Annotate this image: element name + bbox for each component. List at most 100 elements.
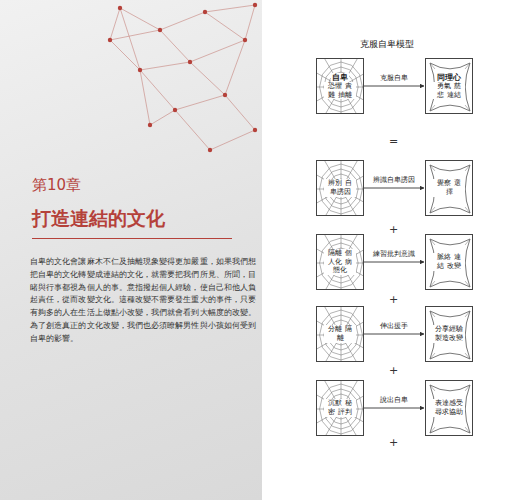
network-dot xyxy=(108,38,112,42)
petal-line xyxy=(465,207,470,213)
network-dot xyxy=(188,60,192,64)
network-dot xyxy=(138,68,142,72)
network-dot xyxy=(118,6,122,10)
network-line xyxy=(245,5,255,40)
arrow-connector xyxy=(364,262,424,263)
network-line xyxy=(120,8,140,70)
box-text: 分離 隔離 xyxy=(324,325,356,343)
network-dot xyxy=(203,10,207,14)
network-line xyxy=(110,8,120,40)
network-dot xyxy=(158,28,162,32)
flower-box: 脈絡 連結 改變 xyxy=(425,234,473,290)
network-line xyxy=(150,110,175,125)
petal-line xyxy=(430,281,435,287)
network-line xyxy=(140,70,175,110)
network-dot xyxy=(223,93,227,97)
petal-line xyxy=(465,165,470,171)
box-text: 恐懼 責難 抽離 xyxy=(324,82,356,100)
flower-box: 覺察 選擇 xyxy=(425,160,473,216)
network-line xyxy=(190,62,225,95)
petal-line xyxy=(465,311,470,317)
petal-line xyxy=(465,281,470,287)
petal-line xyxy=(465,427,470,433)
arrow-connector xyxy=(364,86,424,87)
flower-outline xyxy=(430,63,470,111)
equals-sign: = xyxy=(389,135,398,148)
box-text: 表達感受 尋求協助 xyxy=(433,399,465,417)
network-line xyxy=(210,130,255,150)
box-text: 隔離 個人化 病態化 xyxy=(324,249,356,275)
network-dot xyxy=(173,108,177,112)
arrow-connector xyxy=(364,334,424,335)
web-ring xyxy=(320,62,363,112)
plus-sign: + xyxy=(389,293,398,306)
network-line xyxy=(205,12,245,40)
web-box: 分離 隔離 xyxy=(316,306,364,362)
edge-label: 練習批判意識 xyxy=(372,250,416,259)
plus-sign: + xyxy=(389,223,398,236)
box-text: 勇氣 慈悲 連結 xyxy=(433,82,465,100)
chapter-title: 打造連結的文化 xyxy=(32,206,165,232)
petal-line xyxy=(465,385,470,391)
petal-line xyxy=(465,63,470,69)
web-ring xyxy=(320,238,363,288)
web-ring xyxy=(324,243,358,283)
network-line xyxy=(160,30,190,62)
web-ring xyxy=(324,315,358,355)
edge-label: 伸出援手 xyxy=(379,322,409,331)
flower-box: 同理心勇氣 慈悲 連結 xyxy=(425,58,473,114)
box-text: 脈絡 連結 改變 xyxy=(433,253,465,271)
arrow-connector xyxy=(364,188,424,189)
network-line xyxy=(140,62,190,70)
plus-sign: + xyxy=(389,364,398,377)
web-box: 辨別 自卑誘因 xyxy=(316,160,364,216)
edge-label: 說出自卑 xyxy=(379,396,409,405)
flower-box: 分享經驗 製造改變 xyxy=(425,306,473,362)
web-box: 自卑恐懼 責難 抽離 xyxy=(316,58,364,114)
edge-label: 辨識自卑誘因 xyxy=(372,176,416,185)
petal-line xyxy=(430,427,435,433)
petal-line xyxy=(465,105,470,111)
diagram-title: 克服自卑模型 xyxy=(360,38,414,51)
network-line xyxy=(225,40,245,95)
flower-box: 表達感受 尋求協助 xyxy=(425,380,473,436)
web-box: 沉默 秘密 評判 xyxy=(316,380,364,436)
box-text: 沉默 秘密 評判 xyxy=(324,399,356,417)
web-ring xyxy=(320,164,363,214)
network-dot xyxy=(253,128,257,132)
network-line xyxy=(110,30,160,40)
petal-line xyxy=(430,385,435,391)
edge-label: 克服自卑 xyxy=(379,74,409,83)
network-line xyxy=(140,70,150,125)
network-dot xyxy=(253,3,257,7)
chapter-number: 第10章 xyxy=(32,176,81,195)
arrow-connector xyxy=(364,408,424,409)
petal-line xyxy=(430,63,435,69)
petal-line xyxy=(430,353,435,359)
network-line xyxy=(205,5,255,12)
petal-line xyxy=(430,311,435,317)
box-heading: 同理心 xyxy=(436,73,462,82)
plus-sign: + xyxy=(389,436,398,449)
petal-line xyxy=(430,165,435,171)
page-background xyxy=(0,0,262,500)
network-line xyxy=(190,40,245,62)
web-ring xyxy=(324,389,358,429)
petal-line xyxy=(465,353,470,359)
network-line xyxy=(175,95,225,110)
flower-outline xyxy=(430,165,470,213)
web-box: 隔離 個人化 病態化 xyxy=(316,234,364,290)
petal-line xyxy=(465,239,470,245)
flower-outline xyxy=(430,239,470,287)
network-line xyxy=(110,40,140,70)
network-dot xyxy=(208,148,212,152)
petal-line xyxy=(430,105,435,111)
network-dot xyxy=(148,123,152,127)
web-ring xyxy=(320,310,363,360)
network-dot xyxy=(243,38,247,42)
box-text: 覺察 選擇 xyxy=(433,179,465,197)
heading-rule xyxy=(32,238,232,239)
network-line xyxy=(175,110,210,150)
web-ring xyxy=(324,169,358,209)
web-ring xyxy=(320,384,363,434)
